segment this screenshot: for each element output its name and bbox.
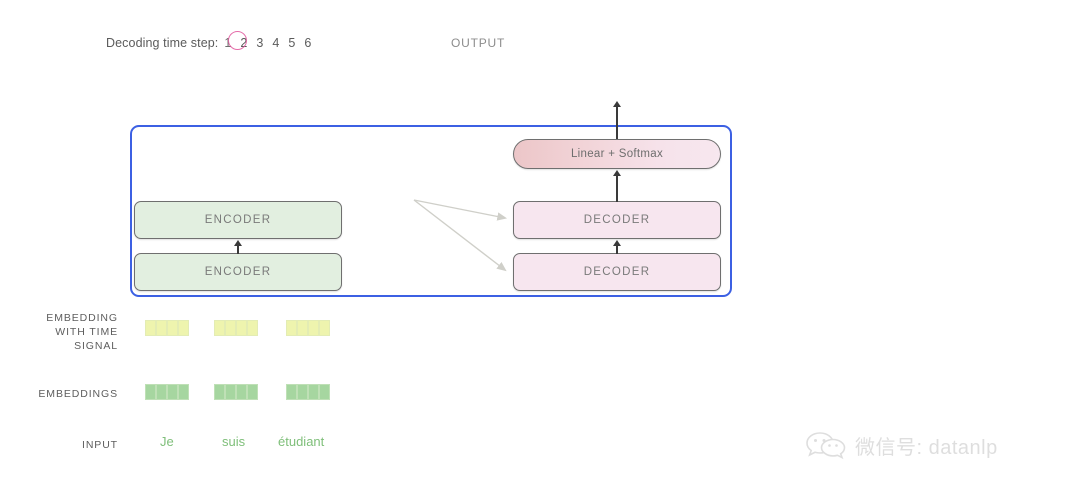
watermark-text: 微信号: datanlp: [855, 436, 998, 459]
encoder-decoder-cross-arrows-icon: [413, 199, 508, 272]
embedding-vector-group-2: [214, 384, 258, 400]
decoder-to-linear-arrow-icon: [612, 170, 622, 202]
timestep-option-4[interactable]: 4: [272, 36, 280, 50]
decoder-block-top[interactable]: DECODER: [513, 201, 721, 239]
embedding-vector-group-1: [145, 384, 189, 400]
embedding-vector-group-3: [286, 384, 330, 400]
time-signal-vector-group-1: [145, 320, 189, 336]
vector-cell: [145, 320, 156, 336]
vector-cell: [236, 320, 247, 336]
vector-cell: [247, 320, 258, 336]
vector-cell: [247, 384, 258, 400]
vector-cell: [286, 320, 297, 336]
decoder-block-bottom[interactable]: DECODER: [513, 253, 721, 291]
decoding-timestep-row: Decoding time step: 1 2 3 4 5 6: [106, 33, 311, 53]
output-arrow-icon: [612, 101, 622, 139]
label-line-2: WITH TIME: [55, 326, 118, 338]
vector-cell: [178, 320, 189, 336]
wechat-icon: [806, 432, 846, 460]
vector-cell: [145, 384, 156, 400]
vector-cell: [297, 320, 308, 336]
encoder-stack-arrow-icon: [233, 240, 243, 254]
vector-cell: [225, 384, 236, 400]
vector-cell: [319, 384, 330, 400]
timestep-option-3[interactable]: 3: [256, 36, 264, 50]
timestep-option-5[interactable]: 5: [288, 36, 296, 50]
vector-cell: [319, 320, 330, 336]
encoder-block-top[interactable]: ENCODER: [134, 201, 342, 239]
watermark: 微信号: datanlp: [806, 430, 998, 460]
vector-cell: [156, 320, 167, 336]
linear-softmax-block[interactable]: Linear + Softmax: [513, 139, 721, 169]
label-line-3: SIGNAL: [74, 340, 118, 352]
vector-cell: [297, 384, 308, 400]
time-signal-vector-group-3: [286, 320, 330, 336]
embedding-with-time-signal-label: EMBEDDING WITH TIME SIGNAL: [18, 311, 118, 353]
input-label: INPUT: [82, 439, 118, 451]
encoder-block-bottom[interactable]: ENCODER: [134, 253, 342, 291]
active-timestep-highlight-circle: [228, 31, 247, 50]
decoder-stack-arrow-icon: [612, 240, 622, 254]
vector-cell: [308, 320, 319, 336]
input-token-3: étudiant: [278, 434, 325, 449]
label-line-1: EMBEDDING: [46, 312, 118, 324]
time-signal-vector-group-2: [214, 320, 258, 336]
input-token-1: Je: [160, 434, 174, 449]
vector-cell: [214, 320, 225, 336]
vector-cell: [286, 384, 297, 400]
timestep-option-1[interactable]: 1: [224, 36, 232, 50]
output-label: OUTPUT: [451, 36, 506, 50]
input-token-2: suis: [222, 434, 246, 449]
embeddings-label: EMBEDDINGS: [38, 388, 118, 400]
vector-cell: [214, 384, 225, 400]
timestep-option-6[interactable]: 6: [304, 36, 312, 50]
vector-cell: [167, 384, 178, 400]
decoding-timestep-label: Decoding time step:: [106, 36, 219, 50]
vector-cell: [225, 320, 236, 336]
vector-cell: [156, 384, 167, 400]
vector-cell: [308, 384, 319, 400]
vector-cell: [236, 384, 247, 400]
vector-cell: [167, 320, 178, 336]
vector-cell: [178, 384, 189, 400]
